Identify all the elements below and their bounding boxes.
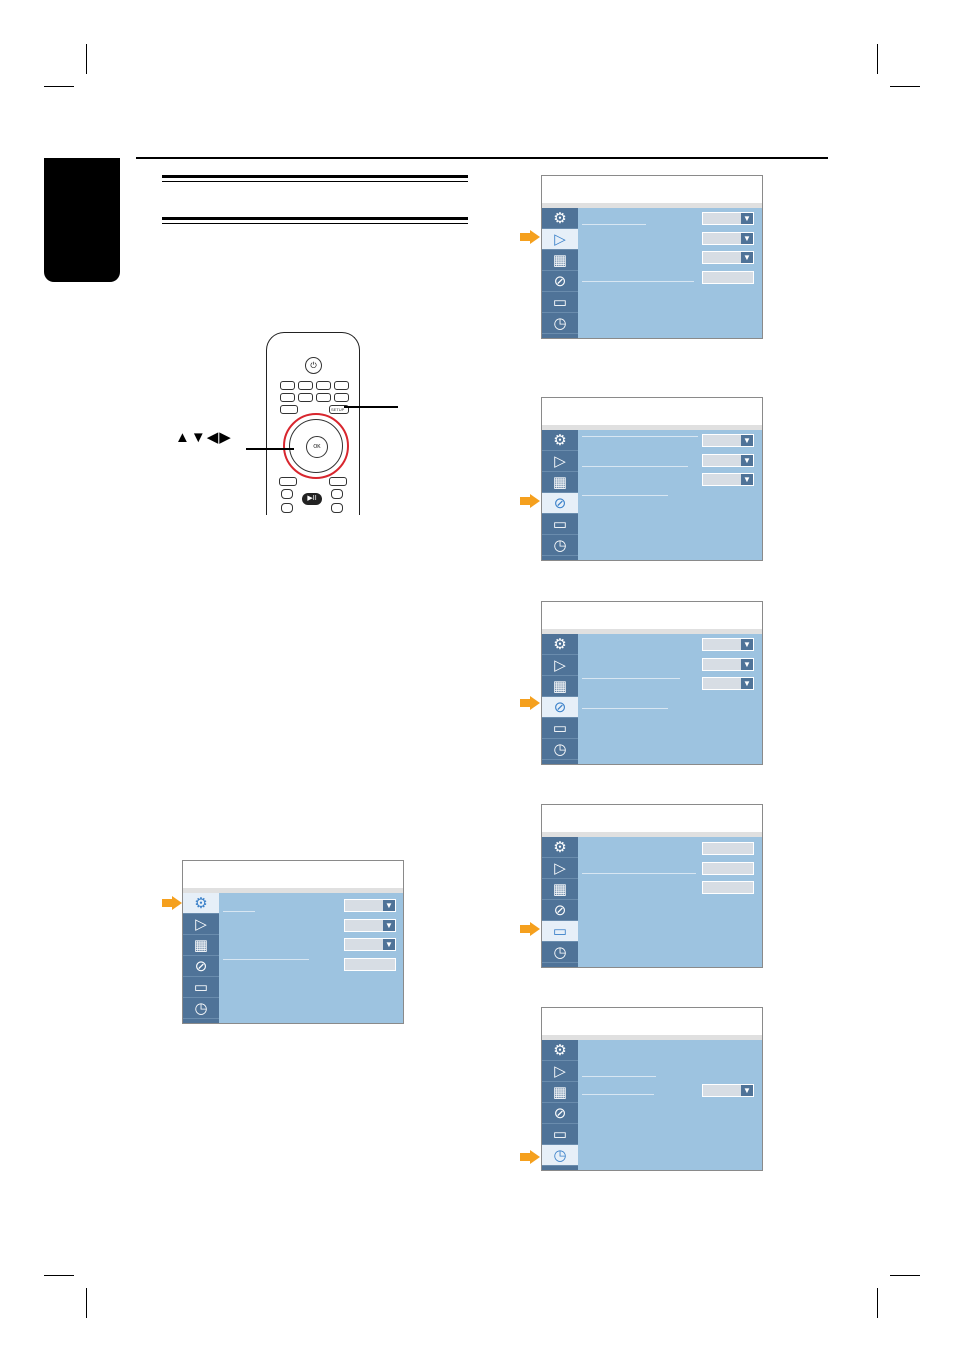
tv-icon: ▭ xyxy=(542,718,578,739)
section-rule-thin xyxy=(162,181,468,182)
setting-dropdown: ▼ xyxy=(702,677,754,690)
setting-dropdown: ▼ xyxy=(702,251,754,264)
gear-icon: ⚙ xyxy=(542,208,578,229)
disc-icon: ⊘ xyxy=(542,697,578,718)
setup-menu-panel: ⚙ ▷ ▦ ⊘ ▭ ◷ ▼ xyxy=(541,1007,763,1171)
crop-mark xyxy=(44,86,74,87)
clock-icon: ◷ xyxy=(183,998,219,1019)
tv-icon: ▭ xyxy=(183,977,219,998)
play-icon: ▷ xyxy=(542,858,578,879)
arrow-keys-label: ▲▼◀▶ xyxy=(175,429,232,446)
section-rule-top xyxy=(162,175,468,178)
play-icon: ▷ xyxy=(542,451,578,472)
disc-icon: ⊘ xyxy=(542,271,578,292)
record-icon: ▦ xyxy=(542,472,578,493)
pointer-icon xyxy=(520,230,540,244)
gear-icon: ⚙ xyxy=(183,893,219,914)
pointer-icon xyxy=(162,896,182,910)
language-tab xyxy=(44,158,120,282)
setting-dropdown: ▼ xyxy=(344,899,396,912)
play-icon: ▷ xyxy=(542,1061,578,1082)
record-icon: ▦ xyxy=(542,879,578,900)
disc-icon: ⊘ xyxy=(542,900,578,921)
crop-mark xyxy=(877,1288,878,1318)
nav-ring: OK xyxy=(283,413,349,479)
setting-field xyxy=(702,842,754,855)
setting-field xyxy=(702,862,754,875)
setup-menu-panel: ⚙ ▷ ▦ ⊘ ▭ ◷ ▼ ▼ ▼ xyxy=(541,397,763,561)
setting-field xyxy=(702,271,754,284)
setup-menu-panel: ⚙ ▷ ▦ ⊘ ▭ ◷ ▼ ▼ ▼ xyxy=(541,601,763,765)
setting-dropdown: ▼ xyxy=(702,658,754,671)
setup-menu-panel: ⚙ ▷ ▦ ⊘ ▭ ◷ xyxy=(541,804,763,968)
play-icon: ▷ xyxy=(542,229,578,250)
clock-icon: ◷ xyxy=(542,313,578,334)
setting-dropdown: ▼ xyxy=(702,454,754,467)
record-icon: ▦ xyxy=(542,1082,578,1103)
pointer-icon xyxy=(520,1150,540,1164)
crop-mark xyxy=(890,1275,920,1276)
tv-icon: ▭ xyxy=(542,1124,578,1145)
record-icon: ▦ xyxy=(542,676,578,697)
arrow-callout-line xyxy=(246,448,294,450)
crop-mark xyxy=(86,44,87,74)
disc-icon: ⊘ xyxy=(542,1103,578,1124)
ok-button: OK xyxy=(306,436,328,458)
setting-dropdown: ▼ xyxy=(344,919,396,932)
crop-mark xyxy=(86,1288,87,1318)
section-rule-thin xyxy=(162,223,468,224)
disc-icon: ⊘ xyxy=(183,956,219,977)
crop-mark xyxy=(877,44,878,74)
gear-icon: ⚙ xyxy=(542,837,578,858)
record-icon: ▦ xyxy=(183,935,219,956)
play-icon: ▷ xyxy=(542,655,578,676)
setting-dropdown: ▼ xyxy=(702,212,754,225)
play-icon: ▷ xyxy=(183,914,219,935)
crop-mark xyxy=(44,1275,74,1276)
tv-icon: ▭ xyxy=(542,292,578,313)
play-pause-button: ▶II xyxy=(302,493,322,505)
crop-mark xyxy=(890,86,920,87)
clock-icon: ◷ xyxy=(542,535,578,556)
gear-icon: ⚙ xyxy=(542,1040,578,1061)
pointer-icon xyxy=(520,696,540,710)
setup-callout-line xyxy=(344,406,398,408)
gear-icon: ⚙ xyxy=(542,634,578,655)
remote-control: ⏻ SETUP OK ▶II xyxy=(266,332,360,515)
tv-icon: ▭ xyxy=(542,921,578,942)
setting-dropdown: ▼ xyxy=(702,232,754,245)
pointer-icon xyxy=(520,922,540,936)
setup-menu-panel: ⚙ ▷ ▦ ⊘ ▭ ◷ ▼ ▼ ▼ xyxy=(182,860,404,1024)
setup-button xyxy=(329,405,349,414)
setting-dropdown: ▼ xyxy=(702,434,754,447)
header-rule xyxy=(136,157,828,159)
power-button: ⏻ xyxy=(305,357,322,374)
setting-field xyxy=(344,958,396,971)
setting-dropdown: ▼ xyxy=(702,473,754,486)
record-icon: ▦ xyxy=(542,250,578,271)
clock-icon: ◷ xyxy=(542,739,578,760)
clock-icon: ◷ xyxy=(542,942,578,963)
disc-icon: ⊘ xyxy=(542,493,578,514)
setting-dropdown: ▼ xyxy=(344,938,396,951)
setup-button-label: SETUP xyxy=(331,407,345,412)
clock-icon: ◷ xyxy=(542,1145,578,1166)
gear-icon: ⚙ xyxy=(542,430,578,451)
pointer-icon xyxy=(520,494,540,508)
setting-dropdown: ▼ xyxy=(702,1084,754,1097)
setup-menu-panel: ⚙ ▷ ▦ ⊘ ▭ ◷ ▼ ▼ ▼ xyxy=(541,175,763,339)
tv-icon: ▭ xyxy=(542,514,578,535)
setting-dropdown: ▼ xyxy=(702,638,754,651)
section-rule-bottom xyxy=(162,217,468,220)
setting-field xyxy=(702,881,754,894)
